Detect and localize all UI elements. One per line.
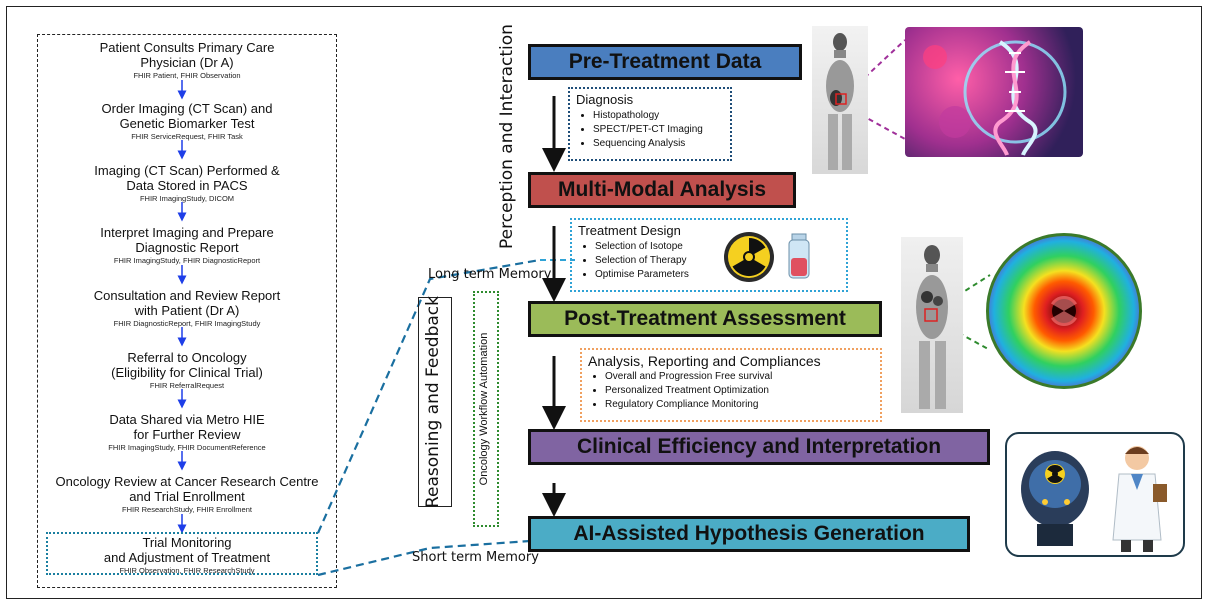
workflow-step-subtitle: FHIR ImagingStudy, FHIR DocumentReferenc…: [108, 443, 266, 452]
diagram-frame: [6, 6, 1202, 599]
stage-clinical-efficiency: Clinical Efficiency and Interpretation: [528, 429, 990, 465]
workflow-panel: [37, 34, 337, 588]
workflow-highlight-box: [46, 532, 318, 575]
radiation-spectrum-image: [986, 233, 1142, 389]
doctor-icon: [1112, 446, 1167, 552]
radiation-icon: [724, 232, 774, 282]
long-term-memory-label: Long term Memory: [428, 267, 552, 282]
workflow-step: Referral to Oncology (Eligibility for Cl…: [40, 350, 334, 390]
workflow-step-subtitle: FHIR Observation, FHIR ResearchStudy: [119, 566, 255, 575]
workflow-step-subtitle: FHIR ImagingStudy, FHIR DiagnosticReport: [113, 256, 261, 265]
automation-label: Oncology Workflow Automation: [478, 332, 490, 486]
analysis-item: Overall and Progression Free survival: [605, 370, 874, 384]
diagnosis-item: Histopathology: [593, 109, 724, 123]
workflow-step-title: Order Imaging (CT Scan) and Genetic Biom…: [101, 101, 273, 131]
workflow-step-subtitle: FHIR ResearchStudy, FHIR Enrollment: [122, 505, 252, 514]
diagnosis-title: Diagnosis: [576, 92, 634, 107]
analysis-title: Analysis, Reporting and Compliances: [588, 353, 821, 369]
workflow-step: Oncology Review at Cancer Research Centr…: [40, 474, 334, 514]
treatment-item: Optimise Parameters: [595, 268, 840, 282]
workflow-step: Data Shared via Metro HIE for Further Re…: [40, 412, 334, 452]
workflow-step-title: Trial Monitoring and Adjustment of Treat…: [103, 535, 271, 565]
pet-scan-image-1: [812, 26, 868, 174]
workflow-step-title: Referral to Oncology (Eligibility for Cl…: [111, 350, 263, 380]
stage-multi-modal: Multi-Modal Analysis: [528, 172, 796, 208]
workflow-step-title: Interpret Imaging and Prepare Diagnostic…: [100, 225, 274, 255]
analysis-item: Regulatory Compliance Monitoring: [605, 398, 874, 412]
workflow-step-subtitle: FHIR ServiceRequest, FHIR Task: [131, 132, 243, 141]
workflow-step: Imaging (CT Scan) Performed & Data Store…: [40, 163, 334, 203]
automation-box: [473, 291, 499, 527]
treatment-design-title: Treatment Design: [578, 223, 681, 238]
workflow-step-subtitle: FHIR DiagnosticReport, FHIR ImagingStudy: [113, 319, 261, 328]
workflow-step-title: Consultation and Review Report with Pati…: [93, 288, 281, 318]
analysis-item: Personalized Treatment Optimization: [605, 384, 874, 398]
workflow-step-subtitle: FHIR ImagingStudy, DICOM: [139, 194, 235, 203]
workflow-step: Order Imaging (CT Scan) and Genetic Biom…: [40, 101, 334, 141]
short-term-memory-label: Short term Memory: [412, 550, 539, 565]
stage-post-treatment: Post-Treatment Assessment: [528, 301, 882, 337]
workflow-step-title: Data Shared via Metro HIE for Further Re…: [109, 412, 265, 442]
workflow-step: Consultation and Review Report with Pati…: [40, 288, 334, 328]
ai-doctor-panel: [1005, 432, 1185, 557]
treatment-item: Selection of Isotope: [595, 240, 840, 254]
diagnosis-item: Sequencing Analysis: [593, 137, 724, 151]
workflow-step-subtitle: FHIR Patient, FHIR Observation: [133, 71, 241, 80]
dna-icon: [905, 27, 1083, 157]
diagnosis-box: Diagnosis Histopathology SPECT/PET-CT Im…: [568, 87, 732, 161]
workflow-step-title: Patient Consults Primary Care Physician …: [99, 40, 275, 70]
workflow-step-title: Oncology Review at Cancer Research Centr…: [55, 474, 319, 504]
workflow-step-subtitle: FHIR ReferralRequest: [149, 381, 225, 390]
stage-ai-hypothesis: AI-Assisted Hypothesis Generation: [528, 516, 970, 552]
workflow-step: Interpret Imaging and Prepare Diagnostic…: [40, 225, 334, 265]
vial-icon: [788, 233, 810, 279]
reasoning-label: Reasoning and Feedback: [423, 296, 443, 508]
diagnosis-item: SPECT/PET-CT Imaging: [593, 123, 724, 137]
reasoning-box: [418, 297, 452, 507]
pet-scan-image-2: [901, 237, 963, 413]
perception-label: Perception and Interaction: [497, 24, 517, 249]
workflow-step: Patient Consults Primary Care Physician …: [40, 40, 334, 80]
ai-brain-icon: [1021, 451, 1089, 546]
analysis-box: Analysis, Reporting and Compliances Over…: [580, 348, 882, 422]
workflow-step: Trial Monitoring and Adjustment of Treat…: [40, 535, 334, 575]
stage-pre-treatment: Pre-Treatment Data: [528, 44, 802, 80]
workflow-step-title: Imaging (CT Scan) Performed & Data Store…: [94, 163, 280, 193]
treatment-design-box: Treatment Design Selection of Isotope Se…: [570, 218, 848, 292]
treatment-item: Selection of Therapy: [595, 254, 840, 268]
